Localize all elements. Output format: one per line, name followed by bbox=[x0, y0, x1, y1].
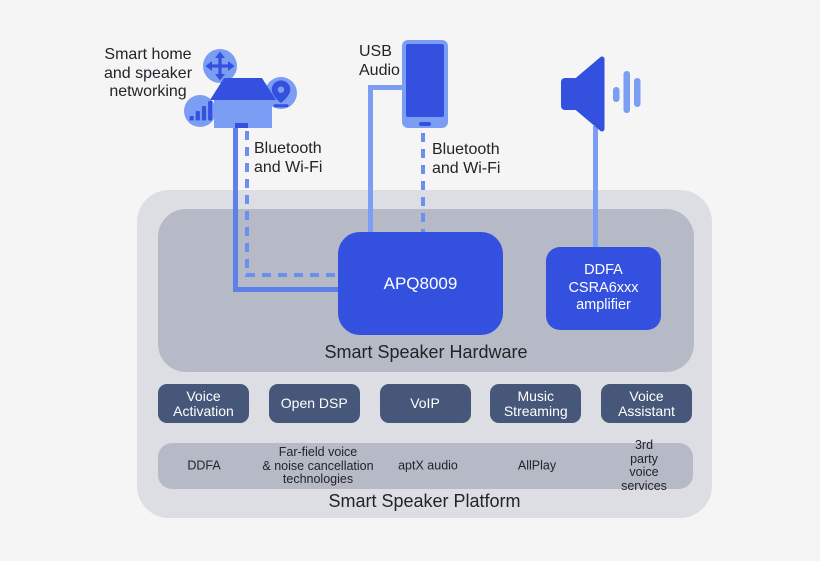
module-voip: VoIP bbox=[379, 384, 471, 423]
module-label: VoIP bbox=[410, 395, 440, 412]
tech-ddfa: DDFA bbox=[187, 458, 221, 473]
module-label: Music Streaming bbox=[503, 388, 568, 419]
phone-home-button bbox=[419, 122, 431, 126]
smart-home-dashed-line-vertical bbox=[245, 131, 249, 277]
usb-audio-line-horizontal bbox=[368, 85, 403, 90]
module-open-dsp: Open DSP bbox=[268, 384, 360, 423]
location-pin-glyph bbox=[271, 80, 291, 108]
tech-allplay: AllPlay bbox=[517, 458, 557, 473]
smart-home-solid-line-vertical bbox=[233, 126, 238, 292]
bluetooth-wifi-label-left: Bluetooth and Wi-Fi bbox=[254, 140, 323, 176]
sound-waves-icon bbox=[613, 71, 641, 113]
smart-home-label: Smart home and speaker networking bbox=[103, 46, 193, 100]
tech-far-field-voice: Far-field voice & noise cancellation tec… bbox=[262, 444, 374, 486]
module-label: Open DSP bbox=[280, 395, 348, 412]
signal-bars-glyph bbox=[189, 101, 213, 121]
module-voice-assistant: Voice Assistant bbox=[601, 384, 692, 423]
module-voice-activation: Voice Activation bbox=[158, 384, 249, 423]
hardware-panel-title: Smart Speaker Hardware bbox=[324, 342, 528, 362]
module-label: Voice Activation bbox=[173, 388, 234, 419]
ddfa-amplifier-chip: DDFA CSRA6xxx amplifier bbox=[546, 247, 661, 330]
move-icon bbox=[203, 49, 237, 83]
speaker-line-vertical bbox=[593, 126, 598, 247]
phone-screen bbox=[406, 44, 444, 117]
bluetooth-wifi-label-right: Bluetooth and Wi-Fi bbox=[432, 141, 501, 177]
speaker-icon bbox=[561, 56, 641, 132]
ddfa-amplifier-chip-label: DDFA CSRA6xxx amplifier bbox=[568, 262, 639, 314]
technology-bar: DDFA Far-field voice & noise cancellatio… bbox=[158, 438, 693, 492]
software-modules-row: Voice Activation Open DSP VoIP Music Str… bbox=[158, 384, 692, 423]
signal-bars-icon bbox=[184, 95, 216, 127]
phone-dashed-line-vertical bbox=[421, 133, 425, 232]
apq8009-chip: APQ8009 bbox=[338, 232, 503, 335]
module-label: Voice Assistant bbox=[618, 388, 675, 419]
tech-3rd-party-voice: 3rd party voice services bbox=[621, 438, 667, 493]
smart-home-solid-line-horizontal bbox=[233, 287, 338, 292]
move-icon-glyph bbox=[205, 51, 235, 81]
tech-aptx-audio: aptX audio bbox=[398, 458, 458, 473]
house-icon bbox=[210, 78, 276, 128]
module-music-streaming: Music Streaming bbox=[490, 384, 582, 423]
platform-panel-title: Smart Speaker Platform bbox=[328, 491, 521, 511]
smart-home-dashed-line-horizontal bbox=[246, 273, 338, 277]
phone-icon bbox=[402, 40, 448, 128]
usb-audio-label: USB Audio bbox=[359, 43, 400, 79]
apq8009-chip-label: APQ8009 bbox=[383, 273, 458, 293]
usb-audio-line-vertical bbox=[368, 85, 373, 232]
